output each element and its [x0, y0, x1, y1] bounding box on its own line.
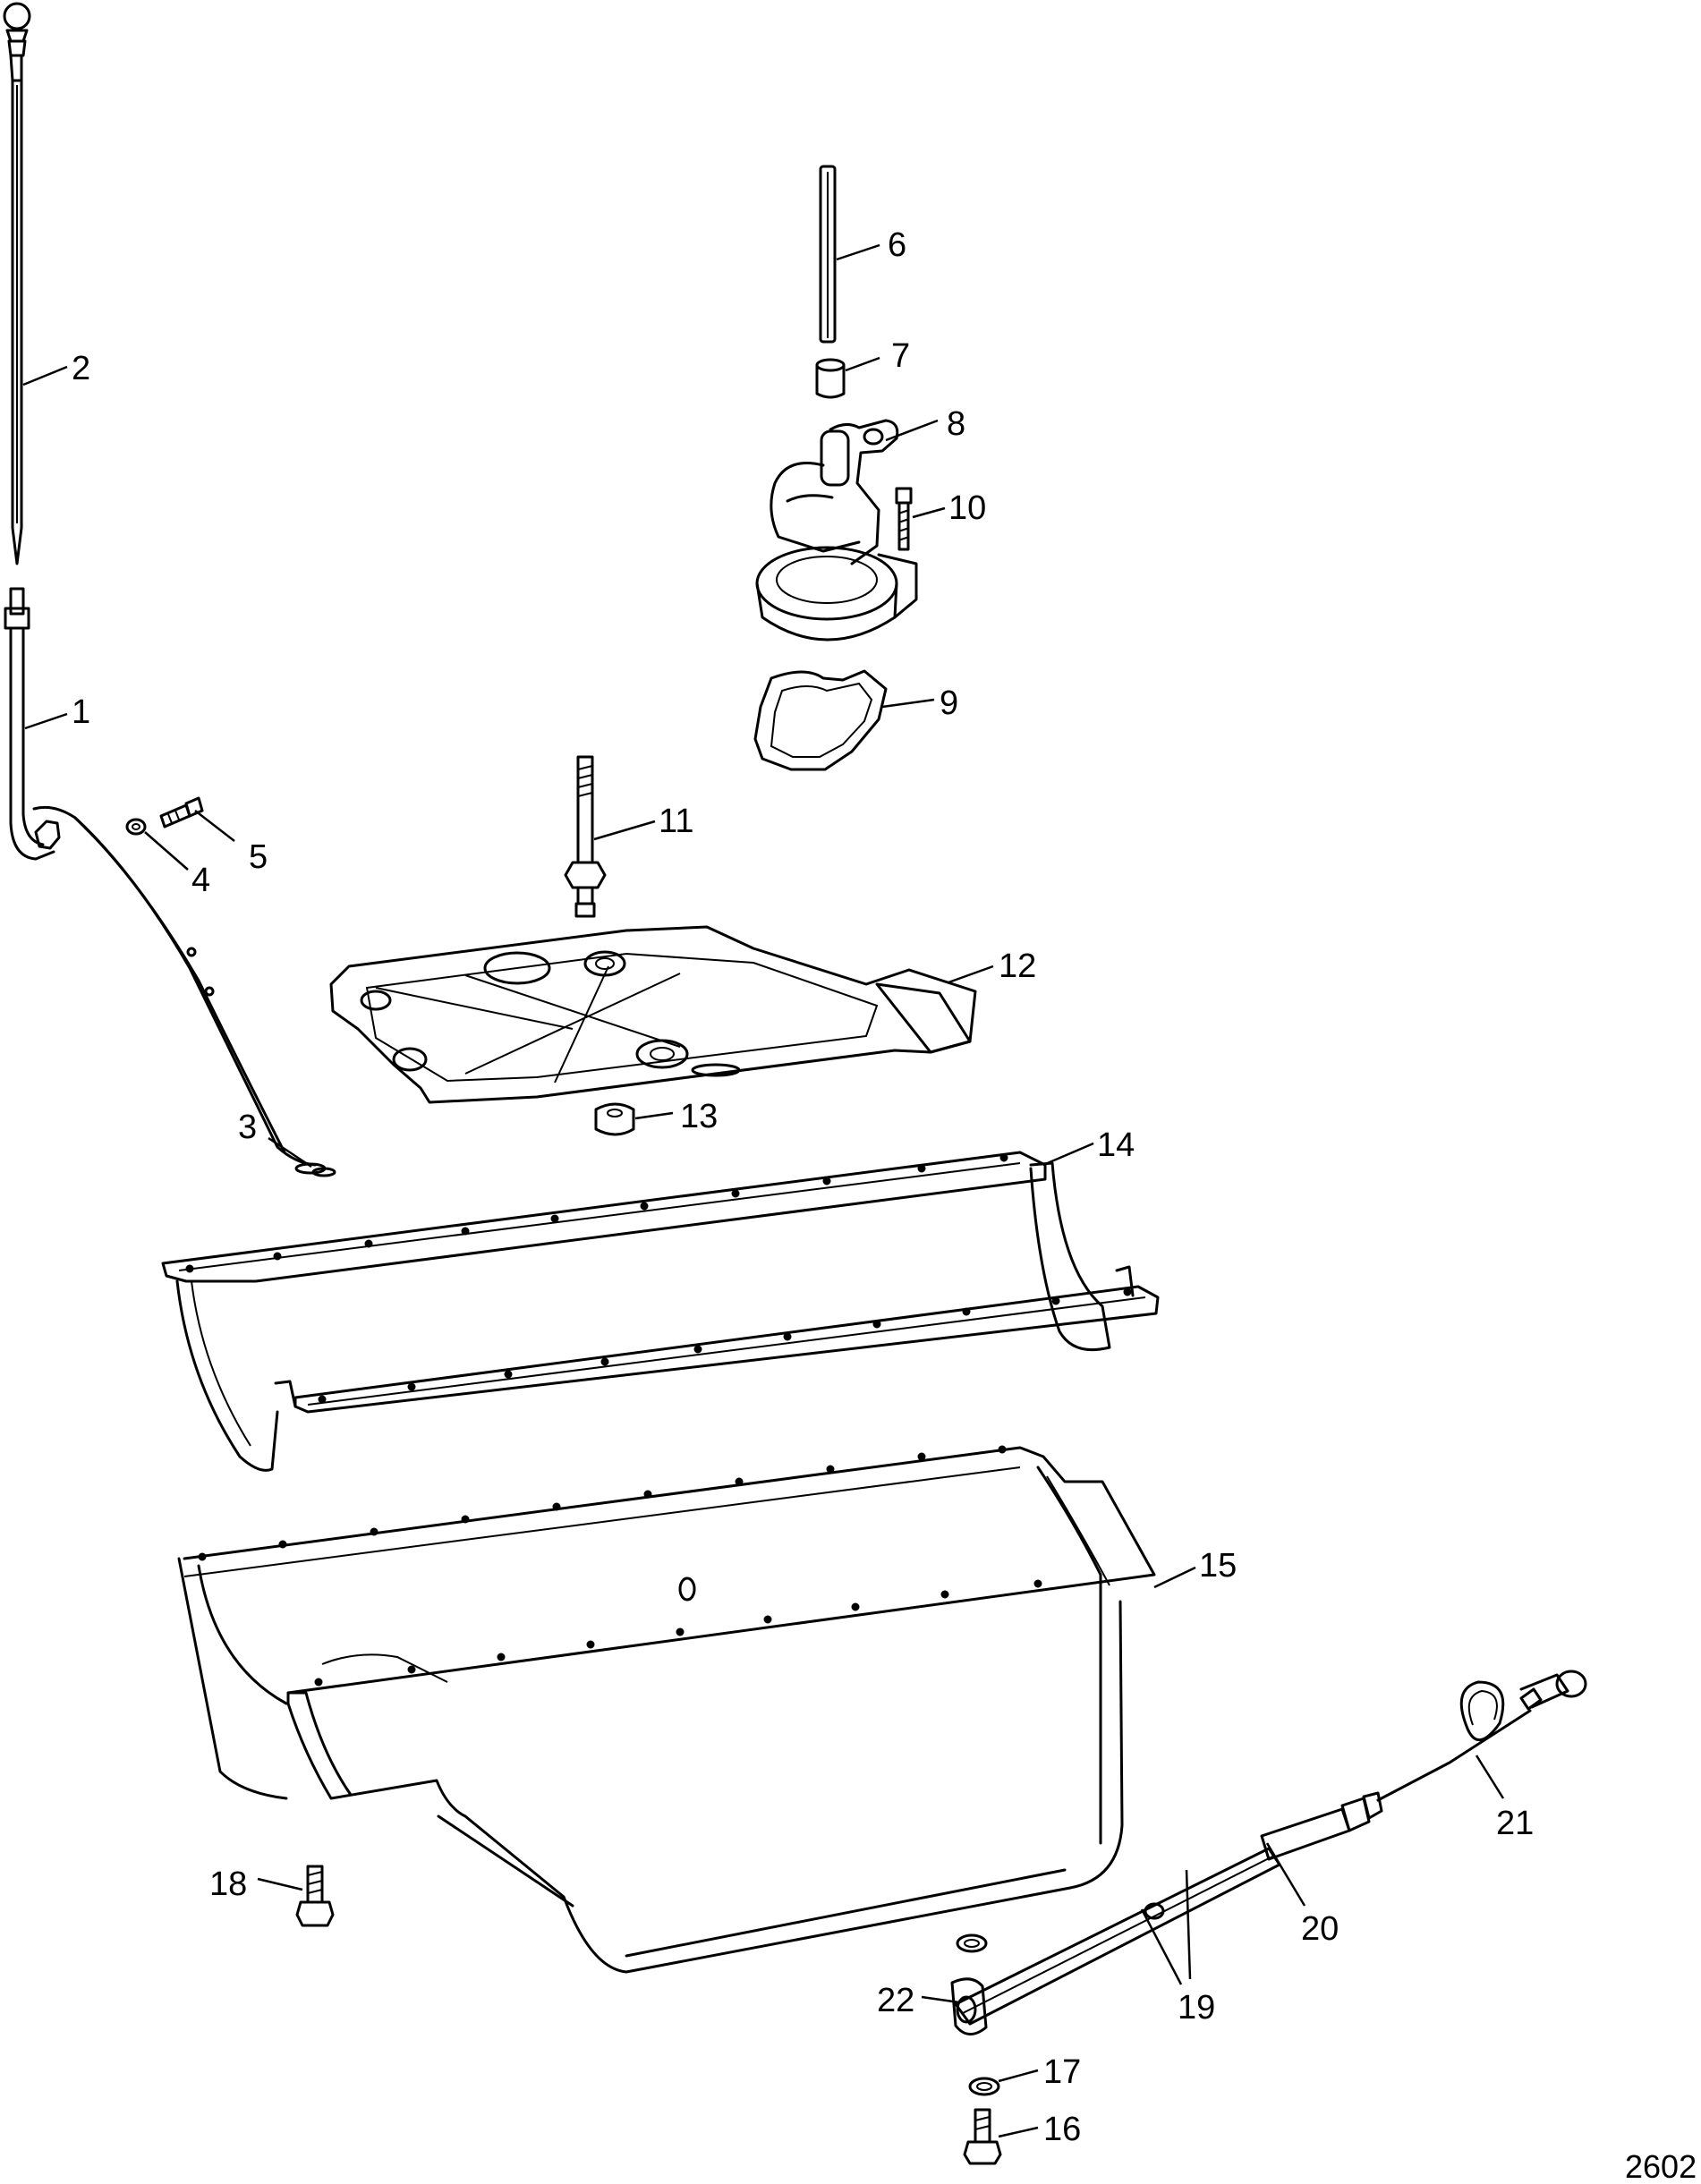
- part-22-seal: [956, 1933, 988, 1953]
- part-11-stud: [564, 755, 607, 918]
- part-10-bolt: [895, 487, 913, 551]
- part-1-dipstick-tube: [4, 587, 327, 1175]
- part-16-drain-plug: [963, 2108, 1002, 2165]
- callout-3: 3: [238, 1109, 257, 1146]
- callout-11: 11: [659, 803, 693, 840]
- callout-6: 6: [888, 226, 906, 264]
- part-17-seal: [968, 2077, 1000, 2096]
- part-18-bolt: [295, 1865, 335, 1927]
- callout-4: 4: [191, 862, 210, 899]
- part-2-dipstick: [3, 2, 31, 565]
- leader-lines: [22, 243, 1505, 2138]
- callout-9: 9: [940, 684, 958, 722]
- callout-12: 12: [999, 948, 1036, 985]
- part-20-sleeve: [1260, 1791, 1383, 1861]
- callout-10: 10: [948, 489, 986, 527]
- part-13-nut: [594, 1102, 635, 1136]
- part-12-windage-tray: [329, 925, 977, 1104]
- callout-18: 18: [209, 1865, 247, 1903]
- callout-5: 5: [249, 838, 268, 876]
- part-6-shaft: [819, 165, 837, 344]
- part-5-bolt: [159, 796, 204, 829]
- callout-15: 15: [1199, 1547, 1237, 1585]
- callout-2: 2: [72, 350, 90, 387]
- callout-16: 16: [1043, 2111, 1081, 2148]
- callout-22: 22: [877, 1982, 914, 2019]
- callout-14: 14: [1097, 1126, 1135, 1164]
- callout-21: 21: [1496, 1805, 1534, 1842]
- callout-20: 20: [1301, 1910, 1339, 1948]
- callout-19: 19: [1178, 1989, 1215, 2027]
- part-14-gasket-set: [161, 1151, 1160, 1472]
- callout-8: 8: [947, 405, 965, 443]
- part-3-seal: [311, 1167, 336, 1177]
- part-4-washer: [125, 818, 147, 836]
- callout-1: 1: [72, 693, 90, 731]
- callout-labels: 2 1 3 4 5 6 7 8 10 9 11 12 13 14 15 18 2…: [72, 226, 1534, 2148]
- callout-17: 17: [1043, 2053, 1081, 2091]
- part-9-gasket: [753, 669, 888, 771]
- part-19-drain-hose: [950, 1847, 1281, 2035]
- part-8-oil-pump: [755, 419, 918, 642]
- callout-7: 7: [891, 337, 910, 375]
- figure-code: 2602: [1625, 2148, 1697, 2184]
- part-15-oil-pan: [177, 1445, 1156, 1974]
- callout-13: 13: [680, 1098, 718, 1135]
- part-7-sleeve: [815, 358, 846, 399]
- part-21-cable-clip: [1376, 1670, 1587, 1802]
